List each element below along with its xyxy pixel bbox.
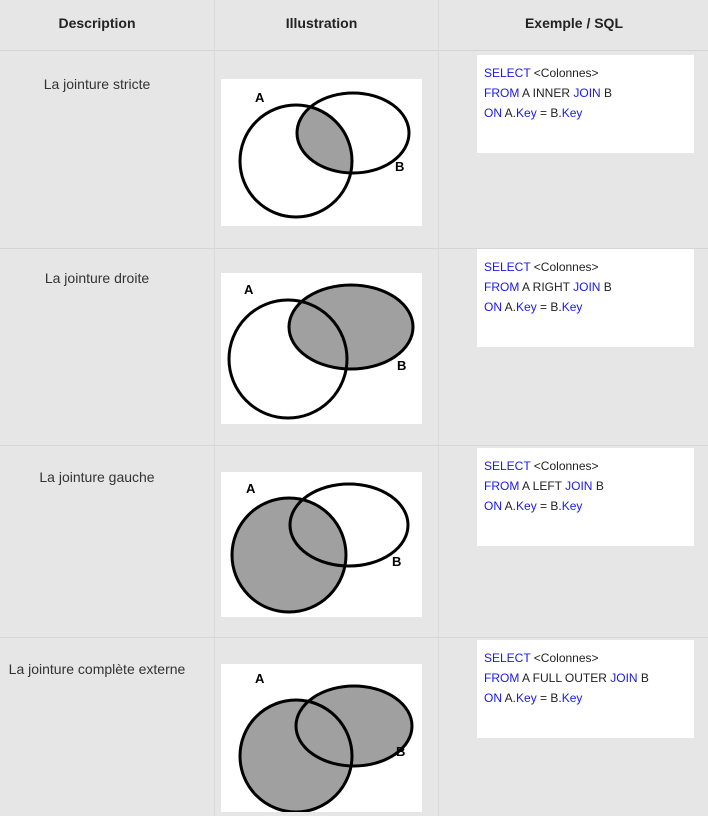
label-a: A	[246, 481, 256, 496]
set-b-circle	[294, 684, 414, 768]
label-a: A	[255, 90, 265, 105]
set-b-fill	[296, 686, 412, 766]
sql-example: SELECT <Colonnes> FROM A LEFT JOIN B ON …	[477, 448, 694, 546]
set-b-circle	[295, 91, 411, 175]
column-divider	[214, 0, 215, 816]
set-a-circle	[238, 103, 354, 219]
set-a-circle	[230, 496, 348, 614]
venn-diagram-full: A B	[221, 664, 422, 812]
set-b-fill	[289, 285, 413, 369]
sql-example: SELECT <Colonnes> FROM A FULL OUTER JOIN…	[477, 640, 694, 738]
header-example: Exemple / SQL	[524, 15, 624, 31]
venn-diagram-left: A B	[221, 472, 422, 617]
column-divider	[438, 0, 439, 816]
set-b-circle	[288, 482, 410, 568]
venn-diagram-right: A B	[221, 273, 422, 424]
row-divider	[0, 637, 708, 638]
label-b: B	[392, 554, 401, 569]
header-description: Description	[58, 15, 136, 31]
set-a-circle	[227, 298, 349, 420]
row-description: La jointure gauche	[39, 469, 155, 485]
set-b-circle	[287, 283, 415, 371]
venn-diagram-inner: A B	[221, 79, 422, 226]
row-description: La jointure droite	[44, 270, 150, 286]
row-divider	[0, 445, 708, 446]
row-description: La jointure stricte	[43, 76, 151, 92]
label-a: A	[244, 282, 254, 297]
sql-example: SELECT <Colonnes> FROM A INNER JOIN B ON…	[477, 55, 694, 153]
row-divider	[0, 248, 708, 249]
set-a-fill	[232, 498, 346, 612]
header-illustration: Illustration	[285, 15, 358, 31]
label-a: A	[255, 671, 265, 686]
set-a-circle	[238, 698, 354, 812]
table-header: Description Illustration Exemple / SQL	[0, 0, 708, 51]
label-b: B	[397, 358, 406, 373]
label-b: B	[395, 159, 404, 174]
sql-example: SELECT <Colonnes> FROM A RIGHT JOIN B ON…	[477, 249, 694, 347]
label-b: B	[396, 744, 405, 759]
row-description: La jointure complète externe	[8, 661, 186, 677]
